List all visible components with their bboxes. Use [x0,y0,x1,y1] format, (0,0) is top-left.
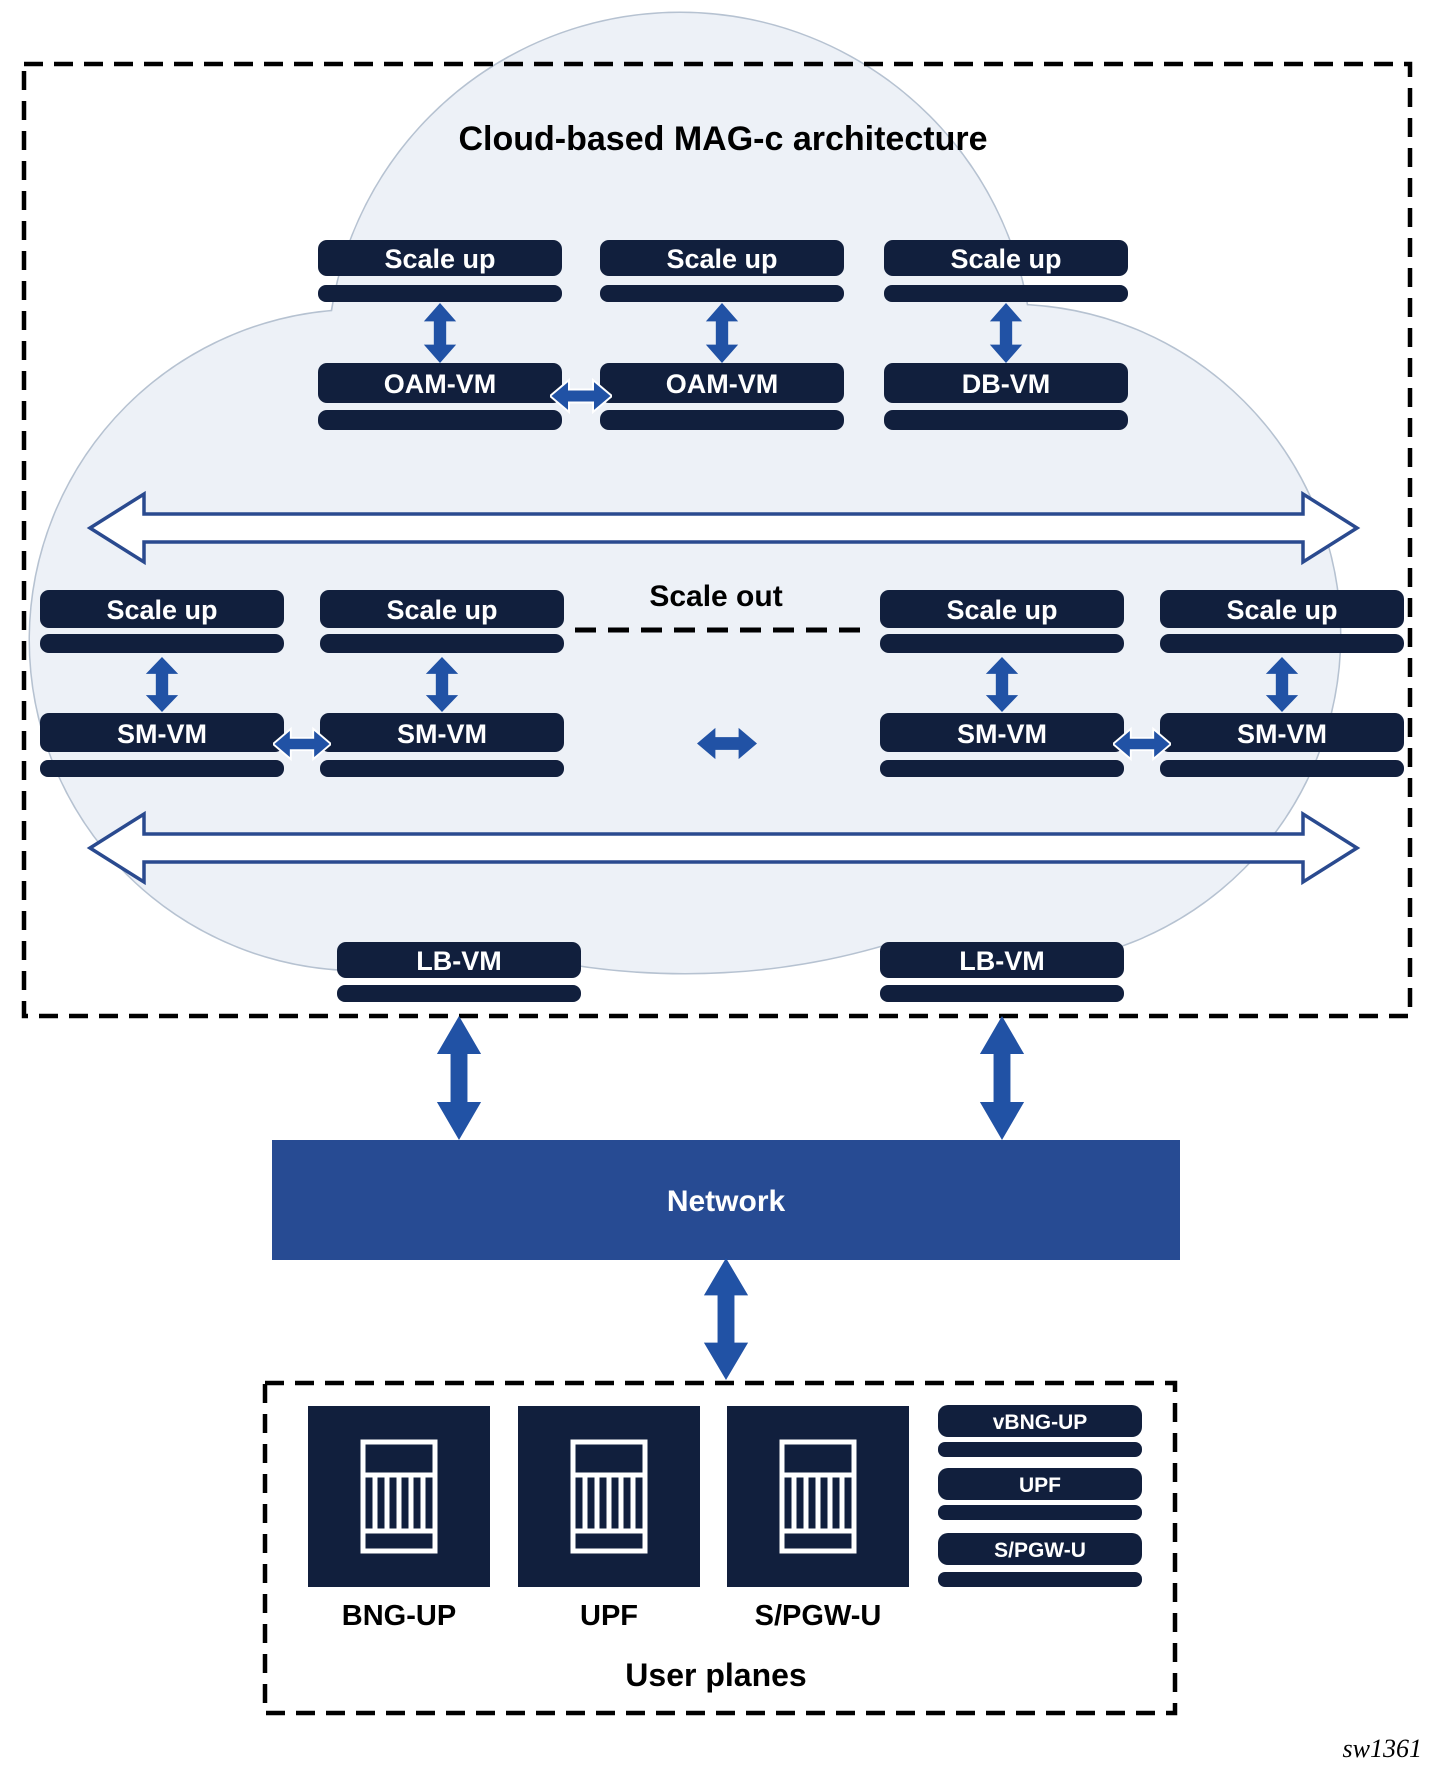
scale-up-box-mid-3: Scale up [880,590,1124,653]
badge-vbng-up: vBNG-UP [938,1405,1142,1457]
network-bar: Network [272,1140,1180,1260]
badge-spgw-u: S/PGW-U [938,1533,1142,1587]
db-vm-box: DB-VM [884,363,1128,430]
sm-vm-box-1: SM-VM [40,713,284,777]
spgw-u-label: S/PGW-U [755,1600,882,1632]
lb-vm-box-2: LB-VM [880,942,1124,1002]
scale-up-box-top-1: Scale up [318,240,562,302]
scale-up-label: Scale up [950,244,1061,274]
vbng-up-badge-label: vBNG-UP [993,1411,1088,1434]
db-vm-label: DB-VM [962,369,1051,399]
upf-label: UPF [580,1600,638,1632]
sm-vm-box-3: SM-VM [880,713,1124,777]
sm-vm-label: SM-VM [1237,719,1327,749]
spgw-u-badge-label: S/PGW-U [994,1539,1086,1562]
scale-up-box-top-2: Scale up [600,240,844,302]
network-userplanes-arrow-icon [703,1258,749,1380]
upf-badge-label: UPF [1019,1474,1061,1497]
figure-code: sw1361 [1343,1734,1422,1763]
oam-vm-label: OAM-VM [384,369,496,399]
sm-vm-box-2: SM-VM [320,713,564,777]
lb-vm-box-1: LB-VM [337,942,581,1002]
lb-network-arrow-icon [436,1016,482,1140]
user-plane-node-spgw-u: S/PGW-U [727,1406,909,1632]
sm-vm-box-4: SM-VM [1160,713,1404,777]
scale-up-box-top-3: Scale up [884,240,1128,302]
scale-up-label: Scale up [106,595,217,625]
lb-network-arrow-icon [979,1016,1025,1140]
scale-up-label: Scale up [386,595,497,625]
oam-vm-box-1: OAM-VM [318,363,562,430]
scale-out-label: Scale out [649,580,782,613]
scale-up-label: Scale up [946,595,1057,625]
sm-vm-label: SM-VM [397,719,487,749]
user-plane-node-bng-up: BNG-UP [308,1406,490,1632]
user-planes-dashed-boundary [262,1380,1178,1716]
bng-up-label: BNG-UP [342,1600,456,1632]
scale-up-label: Scale up [384,244,495,274]
scale-up-label: Scale up [1226,595,1337,625]
oam-vm-box-2: OAM-VM [600,363,844,430]
scale-out-wide-arrow-upper [86,490,1361,566]
scale-up-box-mid-4: Scale up [1160,590,1404,653]
diagram-title: Cloud-based MAG-c architecture [459,120,988,158]
badge-upf: UPF [938,1468,1142,1520]
scale-up-box-mid-1: Scale up [40,590,284,653]
sm-vm-label: SM-VM [117,719,207,749]
mag-c-dashed-boundary [21,61,1413,1019]
lb-vm-label: LB-VM [416,946,501,976]
network-label: Network [667,1185,786,1218]
scale-up-label: Scale up [666,244,777,274]
scale-out-wide-arrow-lower [86,810,1361,886]
user-planes-title: User planes [625,1657,806,1693]
user-plane-node-upf: UPF [518,1406,700,1632]
scale-up-box-mid-2: Scale up [320,590,564,653]
oam-vm-label: OAM-VM [666,369,778,399]
lb-vm-label: LB-VM [959,946,1044,976]
sm-vm-label: SM-VM [957,719,1047,749]
